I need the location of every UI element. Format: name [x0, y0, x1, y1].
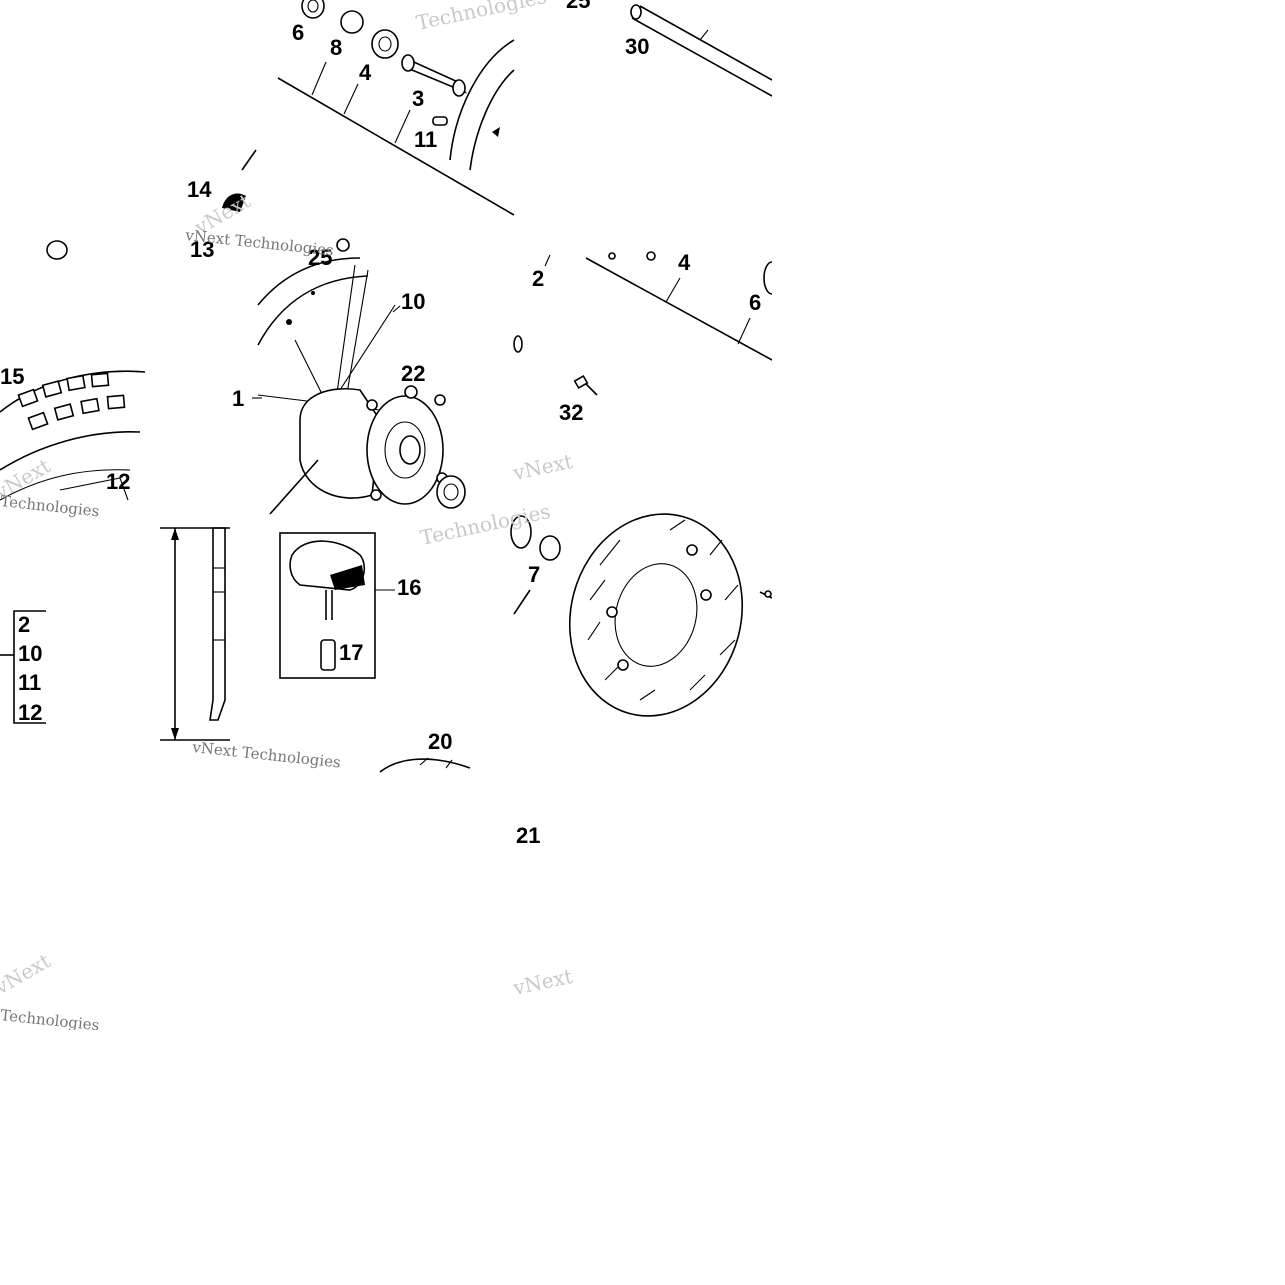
callout-6: 6	[292, 20, 304, 45]
callout-22: 22	[401, 361, 425, 386]
kit-list-item: 10	[18, 641, 42, 666]
wheel-hub-assembly	[252, 238, 466, 515]
callout-3: 3	[412, 86, 424, 111]
callout-1: 1	[232, 386, 244, 411]
hub-bolt	[513, 251, 781, 396]
callout-17: 17	[339, 640, 363, 665]
kit-list-item: 12	[18, 700, 42, 725]
callout-11: 11	[414, 127, 437, 152]
callout-6-b: 6	[749, 290, 761, 315]
watermark: vNext Technologies	[191, 738, 342, 772]
blank-region	[772, 0, 1285, 772]
callout-13: 13	[190, 237, 214, 262]
kit-list-item: 2	[18, 612, 30, 637]
watermark: vNext	[510, 449, 575, 485]
watermark: vNext	[510, 964, 575, 1000]
kit-bracket	[0, 610, 46, 724]
brake-disc	[510, 513, 773, 717]
blank-region	[0, 1030, 772, 1285]
front-axle	[630, 4, 773, 97]
callout-8: 8	[330, 35, 342, 60]
callout-10: 10	[401, 289, 425, 314]
axle-spacer-assembly	[277, 0, 515, 216]
callout-4-b: 4	[678, 250, 691, 275]
watermark: Technologies	[0, 492, 100, 520]
callout-4: 4	[359, 60, 372, 85]
callout-21: 21	[516, 823, 540, 848]
rear-brake-disc-partial	[379, 757, 471, 773]
valve-cap-kit-box	[279, 532, 395, 679]
callout-14: 14	[187, 177, 212, 202]
inner-tube-dimension	[160, 527, 230, 741]
callout-25-b: 25	[308, 245, 332, 270]
tire-tread	[0, 240, 146, 501]
watermark: Technologies	[414, 0, 548, 35]
callout-16: 16	[397, 575, 421, 600]
callout-20: 20	[428, 729, 452, 754]
tube-valve-stem	[222, 149, 257, 212]
watermark: vNext	[0, 949, 54, 1000]
callout-25: 25	[566, 0, 590, 13]
watermark: Technologies	[418, 499, 552, 550]
callout-15: 15	[0, 364, 24, 389]
callout-7: 7	[528, 562, 540, 587]
callout-30: 30	[625, 34, 649, 59]
callout-32: 32	[559, 400, 583, 425]
kit-list-item: 11	[18, 670, 41, 695]
callout-12: 12	[106, 469, 130, 494]
callout-2: 2	[532, 266, 544, 291]
